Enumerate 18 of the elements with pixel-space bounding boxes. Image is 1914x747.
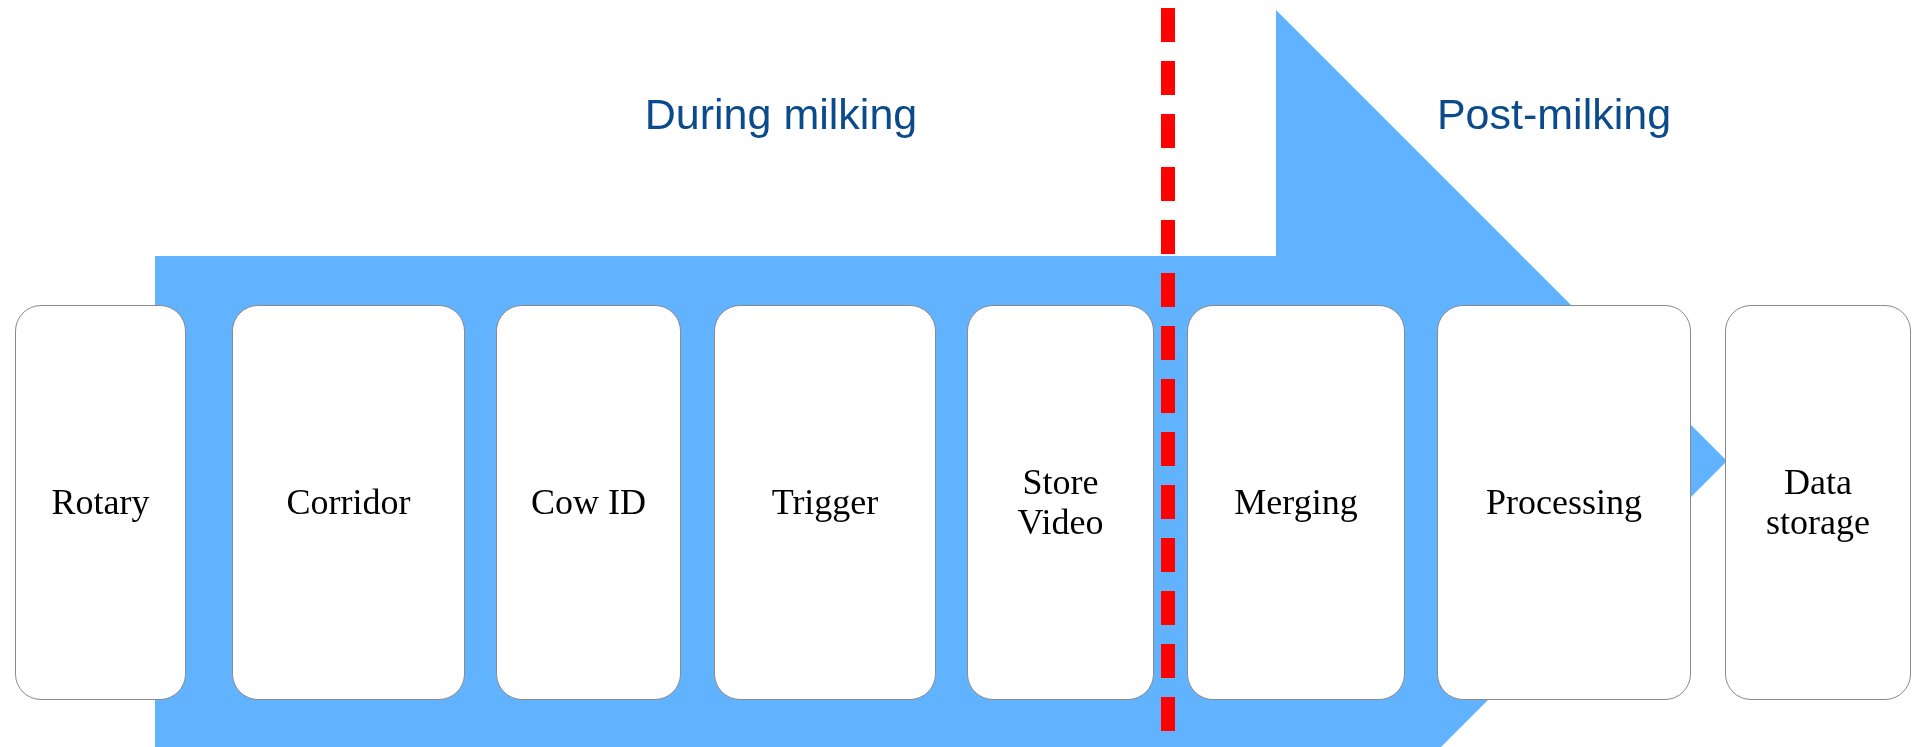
step-box: [232, 305, 465, 700]
step-label: Merging: [1233, 482, 1359, 523]
step-label: Data storage: [1765, 462, 1871, 543]
step-box: [1187, 305, 1405, 700]
phase-label: During milking: [644, 90, 918, 139]
step-box: [1725, 305, 1911, 700]
step-box: [496, 305, 681, 700]
step-label: Cow ID: [530, 482, 647, 523]
step-label: Corridor: [285, 482, 412, 523]
step-box: [714, 305, 936, 700]
step-label: Rotary: [50, 482, 151, 523]
step-box: [967, 305, 1154, 700]
phase-label: Post-milking: [1436, 90, 1672, 139]
step-label: Trigger: [770, 482, 880, 523]
step-label: Processing: [1485, 482, 1643, 523]
step-label: Store Video: [1016, 462, 1105, 543]
step-box: [15, 305, 186, 700]
step-box: [1437, 305, 1691, 700]
